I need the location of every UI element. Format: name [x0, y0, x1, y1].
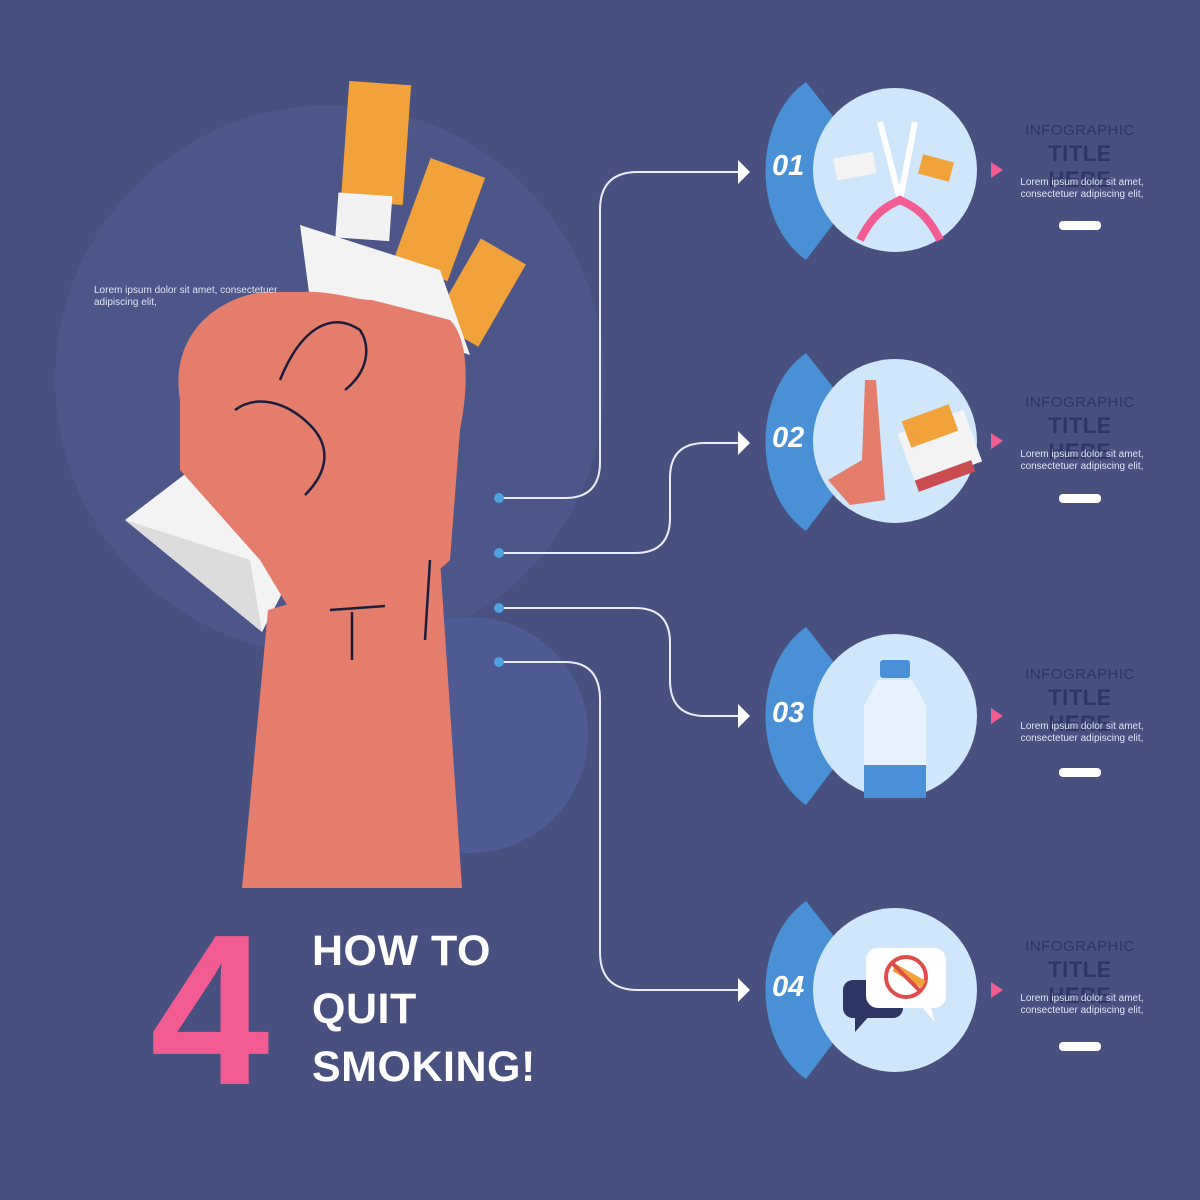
- step-02-badge: [765, 353, 1101, 531]
- step-01-title-top: INFOGRAPHIC: [1025, 122, 1135, 139]
- connector-lines: [500, 171, 740, 991]
- headline-title: HOW TO QUIT SMOKING!: [312, 922, 536, 1096]
- step-03-title-top: INFOGRAPHIC: [1025, 666, 1135, 683]
- cigarette-2: [392, 158, 486, 282]
- headline-number: 4: [150, 889, 270, 1130]
- step-03-badge: [765, 627, 1101, 805]
- connector-03: [500, 607, 740, 717]
- step-02-body: Lorem ipsum dolor sit amet, consectetuer…: [1020, 449, 1144, 472]
- step-01-badge: [765, 82, 1101, 260]
- connector-arrowheads: [738, 160, 750, 1002]
- speech-bubbles-no-smoking-icon: [843, 948, 946, 1032]
- fist-with-cigarettes-illustration: [125, 80, 526, 888]
- connector-02: [500, 442, 740, 554]
- cigarette-1: [335, 80, 412, 242]
- step-04-number: 04: [772, 971, 805, 1003]
- headline-line-2: QUIT: [312, 985, 417, 1033]
- step-02-title-main: TITLE HERE: [1048, 413, 1112, 464]
- step-03-body: Lorem ipsum dolor sit amet, consectetuer…: [1020, 721, 1144, 744]
- step-04-title-main: TITLE HERE: [1048, 957, 1112, 1008]
- hand-refusing-cigarettes-icon: [828, 380, 983, 505]
- step-03-number: 03: [772, 697, 805, 729]
- step-03-title-main: TITLE HERE: [1048, 685, 1112, 736]
- connector-04: [500, 661, 740, 991]
- step-04-body: Lorem ipsum dolor sit amet, consectetuer…: [1020, 993, 1144, 1016]
- connector-dots: [494, 493, 504, 667]
- connector-01: [500, 171, 740, 499]
- headline-line-1: HOW TO: [312, 927, 491, 975]
- step-01-body: Lorem ipsum dolor sit amet, consectetuer…: [1020, 177, 1144, 200]
- step-01-title-main: TITLE HERE: [1048, 141, 1112, 192]
- step-04-title-top: INFOGRAPHIC: [1025, 938, 1135, 955]
- side-description: Lorem ipsum dolor sit amet, consectetuer…: [94, 285, 278, 308]
- step-02-title-top: INFOGRAPHIC: [1025, 394, 1135, 411]
- step-01-number: 01: [772, 150, 805, 182]
- headline-line-3: SMOKING!: [312, 1043, 536, 1091]
- scissors-cutting-cigarette-icon: [833, 121, 955, 242]
- step-04-badge: [765, 901, 1101, 1079]
- step-02-number: 02: [772, 422, 805, 454]
- water-bottle-icon: [864, 660, 926, 798]
